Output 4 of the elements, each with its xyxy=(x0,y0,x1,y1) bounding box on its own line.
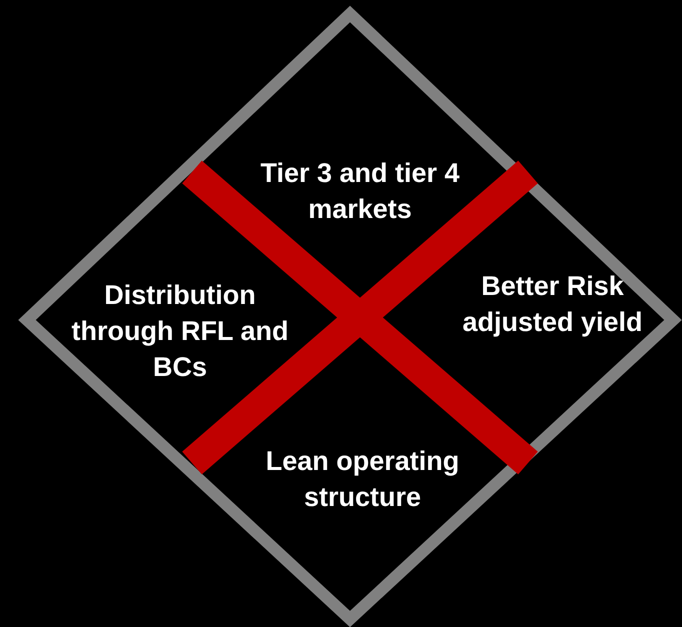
quadrant-label: Tier 3 and tier 4 markets xyxy=(259,157,461,226)
quadrant-label: Better Risk adjusted yield xyxy=(461,270,644,339)
quadrant-label: Lean operating structure xyxy=(264,445,460,514)
quadrant-label: Distribution through RFL and BCs xyxy=(70,279,290,384)
